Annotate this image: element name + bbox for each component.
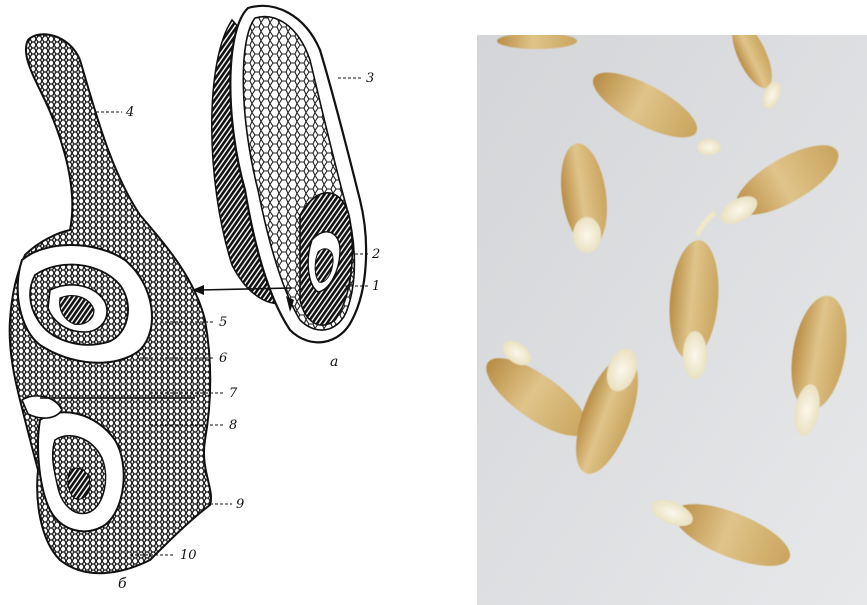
label-8: 8 [229,418,237,433]
label-9: 9 [236,497,244,512]
photo-canvas [477,35,867,605]
label-6: 6 [219,351,227,366]
label-2: 2 [371,247,380,262]
botanical-diagram-panel: 3 4 2 1 5 6 7 8 9 10 a б [0,0,470,605]
label-4: 4 [125,105,134,120]
panel-label-b: б [118,576,127,592]
embryo-enlarged-b [10,34,211,573]
germinating-grains-photo [477,35,867,605]
label-7: 7 [229,386,238,401]
label-3: 3 [366,71,374,86]
panel-label-a: a [330,354,338,370]
label-10: 10 [180,548,197,563]
grain-embryo-diagram: 3 4 2 1 5 6 7 8 9 10 a б [0,0,470,605]
label-5: 5 [219,315,227,330]
label-1: 1 [372,279,380,294]
grain-cross-section-a [212,6,366,342]
